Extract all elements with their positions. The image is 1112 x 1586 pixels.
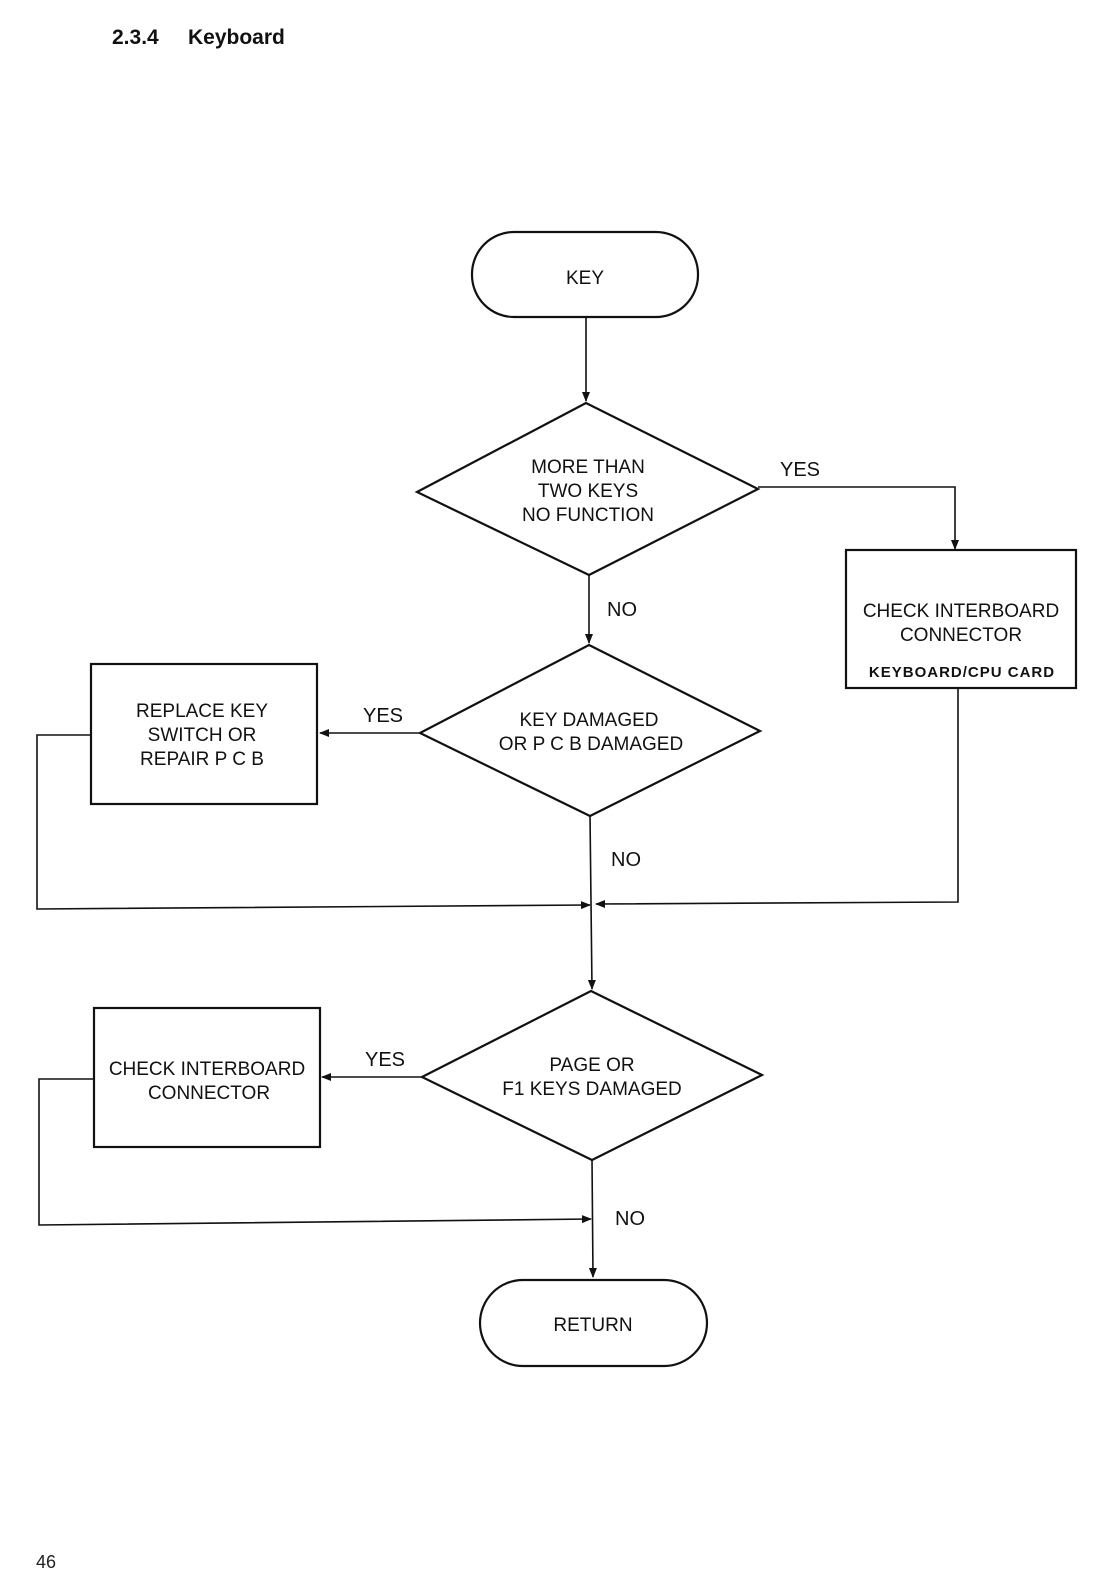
decision-key-damaged: KEY DAMAGED OR P C B DAMAGED	[417, 643, 763, 818]
node-label-line-3: REPAIR P C B	[140, 749, 264, 770]
process-replace-key-switch: REPLACE KEY SWITCH OR REPAIR P C B	[89, 662, 319, 806]
node-label: RETURN	[553, 1315, 632, 1336]
node-label-line-1: REPLACE KEY	[136, 701, 268, 722]
process-check-interboard-connector: CHECK INTERBOARD CONNECTOR	[92, 1006, 322, 1149]
label-d1-yes: YES	[780, 459, 820, 481]
edge-connector1-to-merge	[595, 687, 959, 908]
section-number: 2.3.4	[112, 26, 159, 49]
process-check-interboard-connector-keyboard-cpu: CHECK INTERBOARD CONNECTOR KEYBOARD/CPU …	[844, 548, 1078, 690]
decision-page-f1-keys-damaged: PAGE OR F1 KEYS DAMAGED	[419, 989, 765, 1162]
process-shape	[92, 1006, 322, 1149]
process-shape	[844, 548, 1078, 690]
node-label-line-1: PAGE OR	[549, 1055, 634, 1076]
node-label-line-2: SWITCH OR	[148, 725, 257, 746]
process-shape	[89, 662, 319, 806]
node-label-line-2: F1 KEYS DAMAGED	[502, 1079, 682, 1100]
node-label-line-1: MORE THAN	[531, 457, 645, 478]
section-title: Keyboard	[188, 26, 285, 49]
node-label-line-1: KEY DAMAGED	[519, 710, 658, 731]
node-label-line-1: CHECK INTERBOARD	[863, 601, 1059, 622]
node-return: RETURN	[478, 1278, 709, 1368]
section-heading: 2.3.4 Keyboard	[112, 26, 285, 50]
label-d2-yes: YES	[363, 705, 403, 727]
node-sub-label: KEYBOARD/CPU CARD	[869, 664, 1055, 681]
node-label-line-2: CONNECTOR	[900, 625, 1022, 646]
flow-connectors	[36, 317, 959, 1278]
page-number: 46	[36, 1552, 57, 1572]
edge-d3-no	[588, 1158, 597, 1278]
edge-d2-no	[587, 814, 596, 990]
decision-shape	[414, 401, 761, 577]
node-label-line-2: CONNECTOR	[148, 1083, 270, 1104]
label-d2-no: NO	[611, 849, 641, 871]
terminal-shape	[478, 1278, 709, 1368]
decision-shape	[419, 989, 765, 1162]
node-label-line-1: CHECK INTERBOARD	[109, 1059, 305, 1080]
node-key: KEY	[470, 230, 700, 319]
node-label-line-3: NO FUNCTION	[522, 505, 654, 526]
decision-more-than-two-keys: MORE THAN TWO KEYS NO FUNCTION	[414, 401, 761, 577]
node-label-line-2: TWO KEYS	[538, 481, 638, 502]
edge-d1-yes	[758, 486, 959, 550]
label-d3-yes: YES	[365, 1049, 405, 1071]
edge-connector2-to-merge	[38, 1078, 592, 1226]
label-d3-no: NO	[615, 1208, 645, 1230]
decision-shape	[417, 643, 763, 818]
terminal-shape	[470, 230, 700, 319]
node-label-line-2: OR P C B DAMAGED	[499, 734, 683, 755]
node-label: KEY	[566, 268, 604, 289]
label-d1-no: NO	[607, 599, 637, 621]
edge-replace-to-merge	[36, 734, 591, 910]
